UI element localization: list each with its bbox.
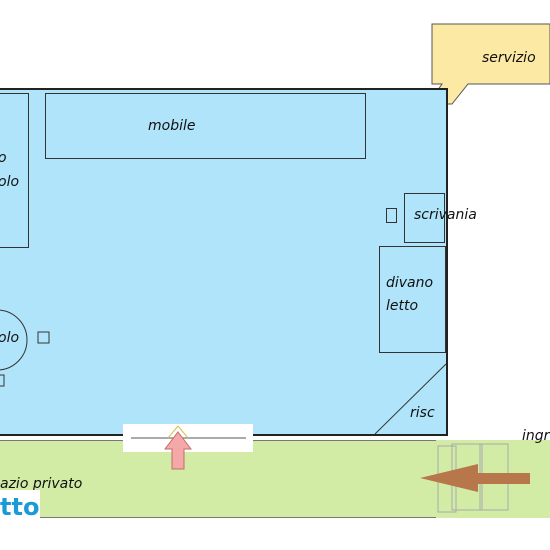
wardrobe-label: mobile bbox=[148, 118, 196, 134]
main-room bbox=[0, 88, 448, 436]
desk-chair bbox=[386, 208, 397, 223]
round-table-label: olo bbox=[0, 330, 20, 346]
heater-label: risc bbox=[410, 405, 435, 421]
sofa-bed-label-line2: letto bbox=[386, 298, 419, 314]
garden-entrance-area bbox=[436, 440, 550, 518]
wardrobe bbox=[45, 93, 366, 159]
sofa-bed bbox=[379, 246, 446, 353]
left-furniture-top bbox=[0, 93, 29, 248]
private-garden-label: azio privato bbox=[0, 476, 83, 492]
balcony-door-opening bbox=[123, 424, 253, 452]
sofa-bed-label-line1: divano bbox=[386, 275, 434, 291]
left-furniture-label-line2: olo bbox=[0, 174, 20, 190]
desk bbox=[404, 193, 445, 243]
left-furniture-label-line1: o bbox=[0, 150, 7, 166]
desk-label: scrivania bbox=[414, 207, 477, 223]
watermark-logo: tto bbox=[0, 490, 40, 524]
entrance-label: ingr bbox=[522, 428, 550, 444]
private-garden bbox=[0, 440, 448, 518]
bathroom-label: servizio bbox=[482, 50, 536, 66]
